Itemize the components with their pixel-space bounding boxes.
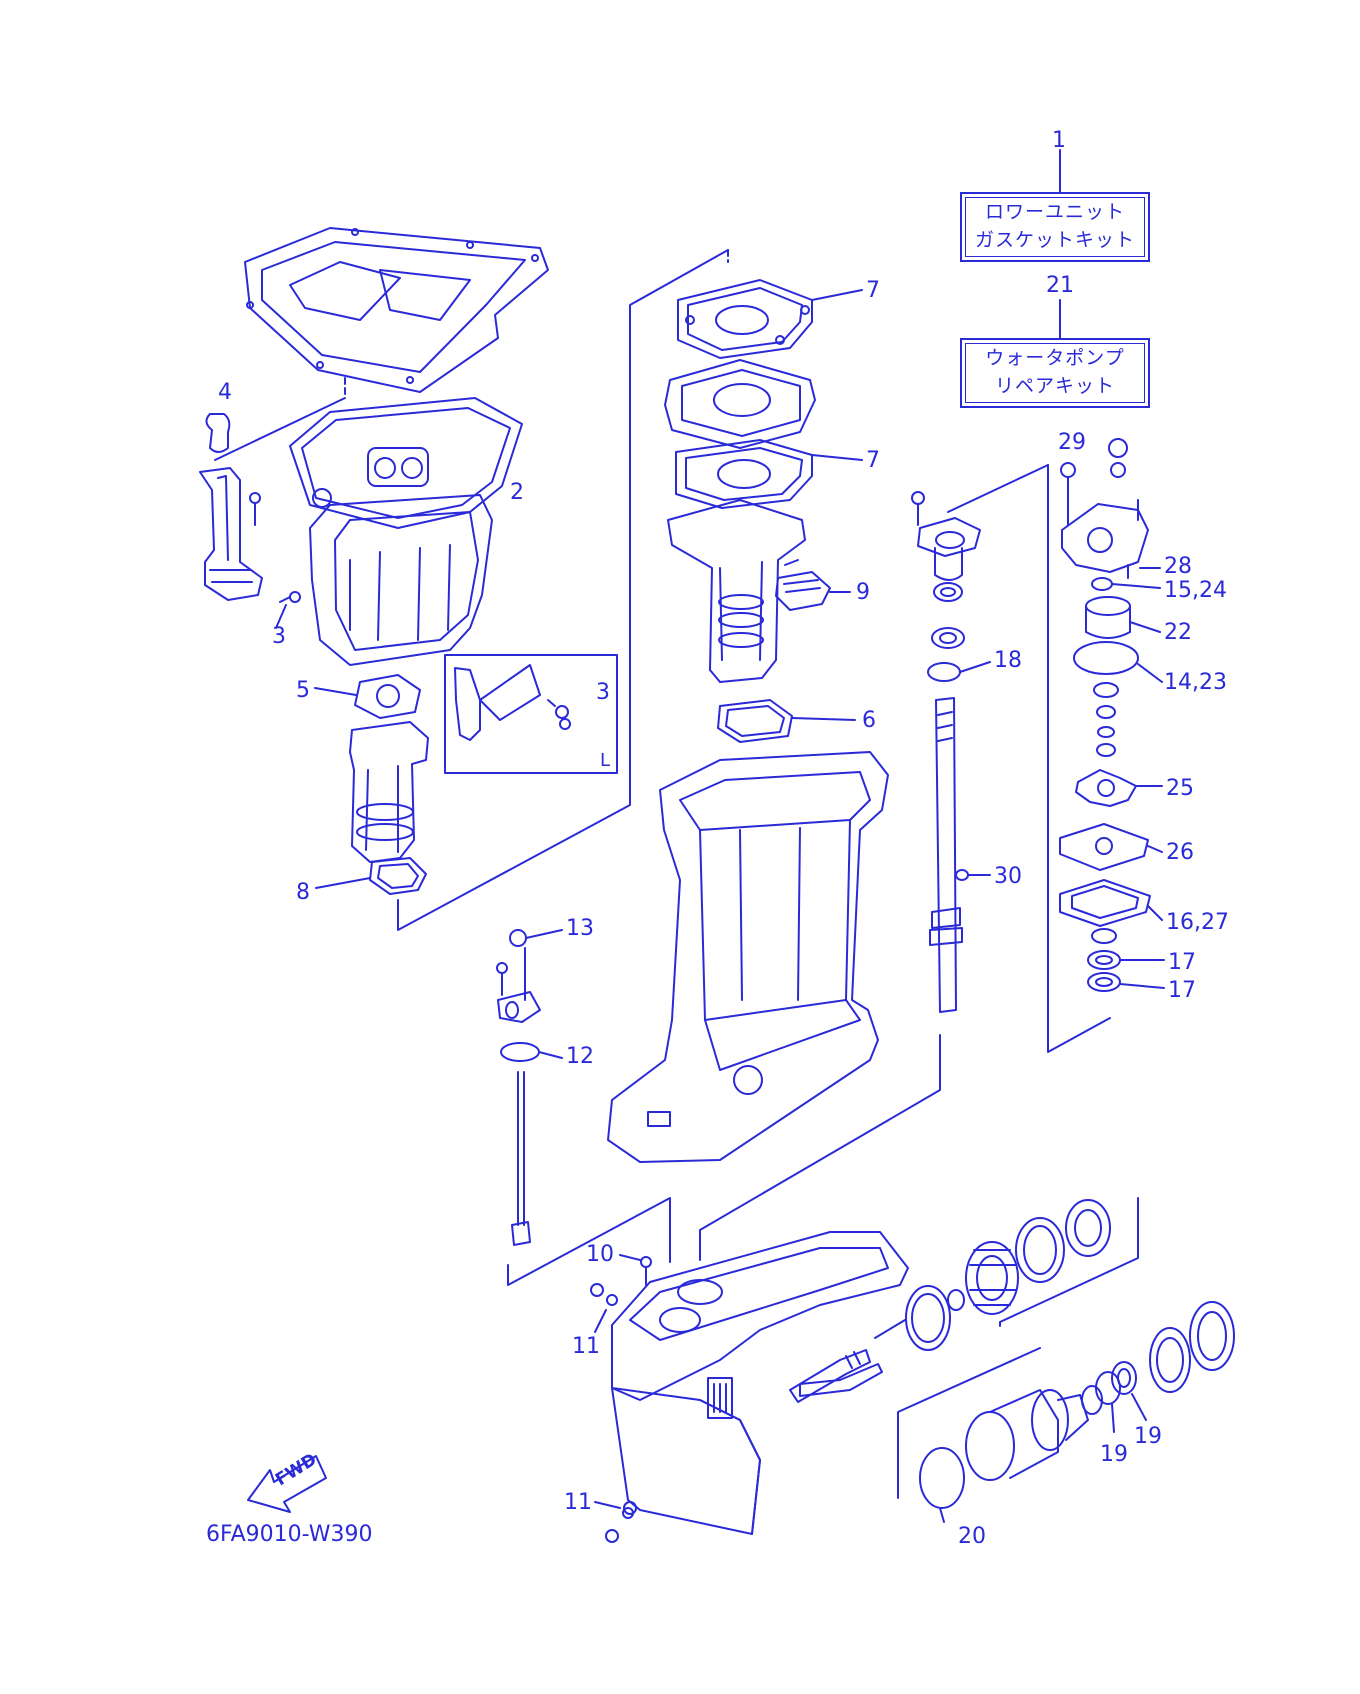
o-ring-14-23 xyxy=(1073,641,1139,675)
o-ring-15-24 xyxy=(1091,577,1113,591)
seal-17a xyxy=(1087,950,1121,970)
gasket-kit-line2: ガスケットキット xyxy=(974,229,1135,251)
gasket-kit-box: ロワーユニット ガスケットキット xyxy=(960,192,1150,262)
exhaust-guide-part xyxy=(309,494,493,666)
callout-16-27: 16,27 xyxy=(1166,910,1229,935)
seal-17 xyxy=(1091,928,1117,944)
plug-11a xyxy=(590,1283,618,1306)
gasket-16-27 xyxy=(1059,879,1151,927)
oil-seal-19b xyxy=(1111,1361,1137,1395)
insert-cartridge-22 xyxy=(1085,596,1131,639)
gasket-7-top xyxy=(677,279,813,359)
forward-gear xyxy=(965,1241,1019,1315)
callout-7b: 7 xyxy=(866,448,880,473)
callout-3a: 3 xyxy=(272,624,286,649)
grommet-part xyxy=(1108,438,1128,478)
callout-26: 26 xyxy=(1166,840,1194,865)
bolt-3 xyxy=(279,591,301,603)
water-pump-housing xyxy=(1061,499,1149,573)
thrust-washer xyxy=(905,1285,951,1351)
plug-10 xyxy=(640,1256,652,1286)
callout-11a: 11 xyxy=(572,1334,600,1359)
callout-11b: 11 xyxy=(564,1490,592,1515)
gasket-kit-line1: ロワーユニット xyxy=(984,201,1125,224)
callout-3b: 3 xyxy=(596,680,610,705)
bearing-large xyxy=(1189,1301,1235,1371)
clip-30 xyxy=(955,869,969,881)
seal-17b xyxy=(1087,972,1121,992)
callout-10: 10 xyxy=(586,1242,614,1267)
callout-17b: 17 xyxy=(1168,978,1196,1003)
callout-13: 13 xyxy=(566,916,594,941)
callout-19a: 19 xyxy=(1100,1442,1128,1467)
propeller-shaft xyxy=(789,1349,871,1403)
callout-6: 6 xyxy=(862,708,876,733)
callout-17a: 17 xyxy=(1168,950,1196,975)
diagram-code: 6FA9010-W390 xyxy=(206,1522,373,1547)
upper-casing-part xyxy=(607,751,889,1163)
o-ring-12 xyxy=(500,1042,540,1062)
outer-plate-26 xyxy=(1059,823,1149,871)
pump-kit-box: ウォータポンプ リペアキット xyxy=(960,338,1150,408)
kit-gasket-number: 1 xyxy=(1052,128,1066,153)
callout-20: 20 xyxy=(958,1524,986,1549)
fwd-arrow-icon xyxy=(247,1455,327,1513)
bearing-outer-race xyxy=(1015,1217,1065,1283)
callout-18: 18 xyxy=(994,648,1022,673)
bearing-ring xyxy=(933,582,963,602)
drive-shaft xyxy=(929,697,963,1013)
rubber-seal-9 xyxy=(775,571,831,611)
gasket-4 xyxy=(205,413,231,453)
callout-12: 12 xyxy=(566,1044,594,1069)
shift-rod xyxy=(511,1071,531,1246)
callout-25: 25 xyxy=(1166,776,1194,801)
seal-8 xyxy=(369,857,427,895)
reverse-gear-bearing xyxy=(1149,1327,1191,1393)
drive-shaft-bearing-housing xyxy=(911,491,981,581)
callout-9: 9 xyxy=(856,580,870,605)
exhaust-tube-part xyxy=(349,721,429,863)
gasket-7-lower xyxy=(675,439,813,509)
exhaust-pipe-part xyxy=(199,467,263,601)
pump-kit-line1: ウォータポンプ xyxy=(985,347,1125,370)
bolt-29 xyxy=(1060,462,1076,526)
callout-15-24: 15,24 xyxy=(1164,578,1227,603)
cap-13 xyxy=(509,929,527,947)
callout-7a: 7 xyxy=(866,278,880,303)
pump-kit-line2: リペアキット xyxy=(994,375,1115,397)
oil-seal-19a xyxy=(1095,1371,1121,1405)
key-stack xyxy=(1093,682,1119,757)
callout-29: 29 xyxy=(1058,430,1086,455)
seal-ring xyxy=(931,627,965,649)
shift-rod-lever-part xyxy=(496,947,541,1023)
callout-14-23: 14,23 xyxy=(1164,670,1227,695)
callout-22: 22 xyxy=(1164,620,1192,645)
drive-shaft-housing-part xyxy=(667,499,806,683)
callout-8: 8 xyxy=(296,880,310,905)
prop-housing xyxy=(965,1389,1089,1481)
seal-6 xyxy=(717,699,793,743)
inset-detail-box xyxy=(444,654,618,774)
impeller-25 xyxy=(1075,769,1137,807)
taper-bearing xyxy=(1065,1199,1111,1257)
kit-pump-number: 21 xyxy=(1046,273,1074,298)
lower-case-part xyxy=(611,1231,909,1535)
shim-ring xyxy=(947,1289,965,1311)
plate-part xyxy=(664,359,816,449)
gasket-5 xyxy=(354,674,421,719)
callout-28: 28 xyxy=(1164,554,1192,579)
needle-bearing xyxy=(1081,1385,1103,1415)
inset-label-l: L xyxy=(600,750,611,771)
plug-11b xyxy=(605,1507,634,1543)
oil-pan-part xyxy=(244,227,549,393)
o-ring-20 xyxy=(919,1447,965,1509)
callout-19b: 19 xyxy=(1134,1424,1162,1449)
o-ring-18 xyxy=(927,662,961,682)
callout-5: 5 xyxy=(296,678,310,703)
callout-2: 2 xyxy=(510,480,524,505)
callout-4: 4 xyxy=(218,380,232,405)
callout-30: 30 xyxy=(994,864,1022,889)
